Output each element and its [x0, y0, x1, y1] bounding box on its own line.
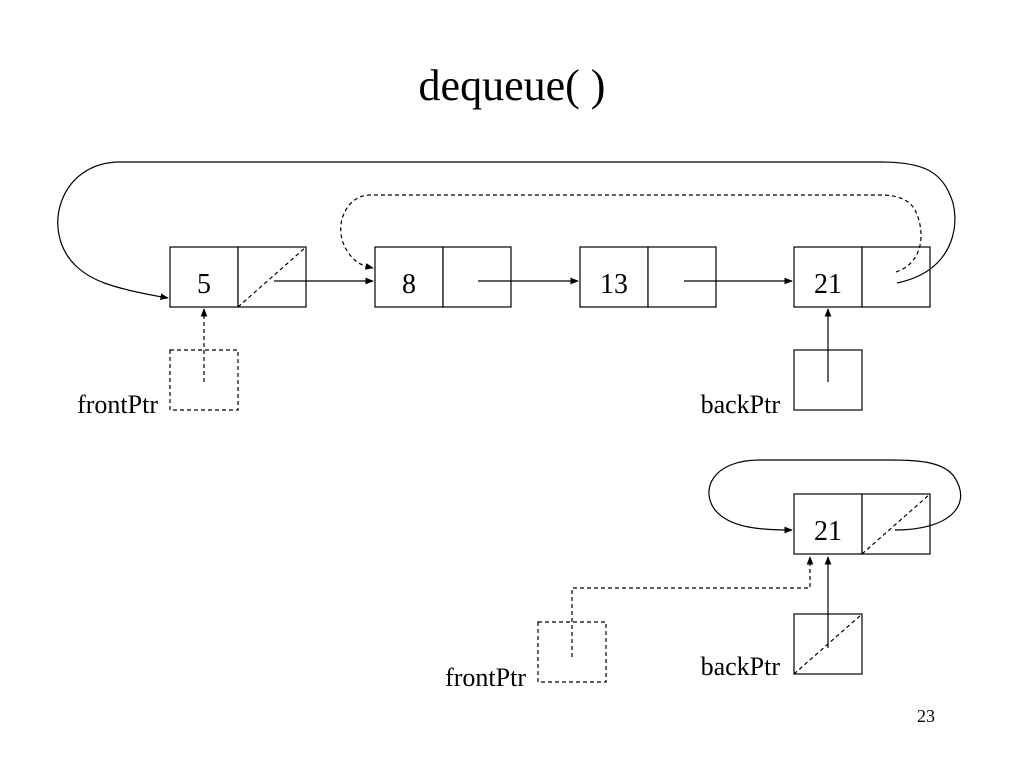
node-13-value-cell [579, 246, 649, 308]
front-ptr-before: frontPtr [77, 308, 239, 419]
arrow-21-to-5-loop [57, 161, 956, 301]
back-ptr-before: backPtr [701, 308, 863, 419]
node-5: 5 [169, 246, 307, 308]
node-8-value: 8 [402, 269, 416, 300]
back-ptr-label: backPtr [701, 390, 781, 419]
slide-title: dequeue( ) [419, 61, 606, 110]
node-13-next-cell [647, 246, 717, 308]
node-21-after-value: 21 [814, 516, 842, 547]
node-5-value: 5 [197, 269, 211, 300]
node-5-value-cell [169, 246, 239, 308]
arrow-21-to-8-dashed-loop [340, 194, 922, 273]
node-21: 21 [793, 246, 931, 308]
node-21-next-cell [861, 246, 931, 308]
arrow-21-self-loop [708, 459, 962, 534]
node-8-value-cell [374, 246, 444, 308]
front-ptr-after-box [537, 621, 607, 683]
page-number: 23 [917, 706, 935, 726]
front-ptr-after-arrow [571, 556, 814, 657]
node-21-after: 21 [793, 493, 931, 555]
node-21-value: 21 [814, 269, 842, 300]
back-ptr-after: backPtr [701, 556, 863, 681]
front-ptr-after-label: frontPtr [445, 663, 526, 692]
node-21-after-null-slash [861, 493, 931, 555]
after-list: 21 frontPtr backPtr [445, 459, 962, 692]
node-21-after-value-cell [793, 493, 863, 555]
front-ptr-label: frontPtr [77, 390, 158, 419]
node-8-next-cell [442, 246, 512, 308]
node-8: 8 [374, 246, 512, 308]
back-ptr-after-label: backPtr [701, 652, 781, 681]
node-5-null-slash [237, 246, 307, 308]
front-ptr-after: frontPtr [445, 556, 814, 692]
before-list: 5 8 13 21 frontP [57, 161, 956, 419]
node-13: 13 [579, 246, 717, 308]
node-13-value: 13 [600, 269, 628, 300]
